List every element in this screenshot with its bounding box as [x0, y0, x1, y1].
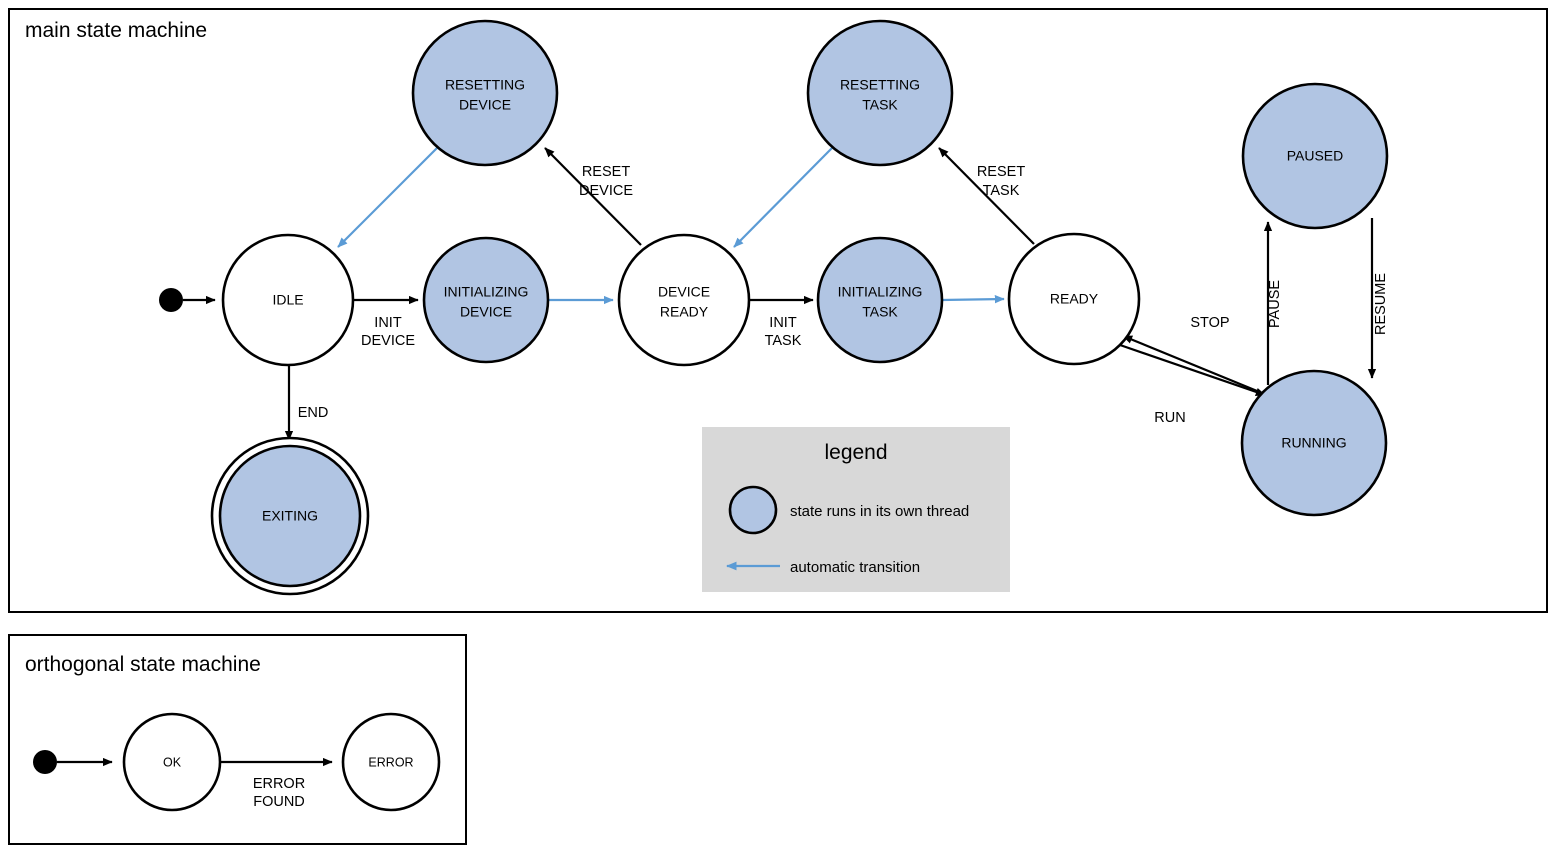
label-end: END — [298, 405, 329, 421]
state-initializing-task-label-line2: TASK — [862, 304, 898, 320]
edge-run — [1119, 343, 1266, 397]
state-ready[interactable] — [1007, 232, 1141, 366]
state-idle[interactable] — [221, 233, 355, 367]
edge-stop — [1122, 334, 1263, 395]
state-ready-label: READY — [1050, 291, 1099, 307]
state-ok-label: OK — [163, 755, 182, 769]
label-reset-device-line1: RESET — [582, 164, 630, 180]
state-paused[interactable] — [1241, 82, 1389, 230]
label-init-device-line2: DEVICE — [361, 333, 415, 349]
state-running[interactable] — [1240, 369, 1388, 517]
state-idle-label: IDLE — [272, 292, 303, 308]
legend-thread-state-swatch — [728, 485, 778, 535]
label-error-found-line2: FOUND — [253, 794, 305, 810]
orthogonal-initial-state-marker — [33, 750, 57, 774]
state-initializing-device[interactable] — [422, 236, 550, 364]
edge-auto-resetting-task-to-device-ready — [733, 147, 833, 248]
state-device-ready[interactable] — [617, 233, 751, 367]
state-exiting-label: EXITING — [262, 508, 318, 524]
state-ok[interactable] — [122, 712, 222, 812]
label-init-task-line1: INIT — [769, 315, 797, 331]
edge-auto-initializing-task-to-ready — [941, 294, 1005, 304]
state-exiting[interactable] — [218, 444, 362, 588]
main-frame-border — [8, 8, 1548, 613]
state-error[interactable] — [341, 712, 441, 812]
legend-auto-transition-text: automatic transition — [790, 559, 920, 576]
state-resetting-device-label-line1: RESETTING — [445, 77, 525, 93]
state-initializing-device-label-line1: INITIALIZING — [444, 284, 529, 300]
main-frame-title: main state machine — [25, 19, 207, 42]
legend-thread-state-text: state runs in its own thread — [790, 503, 969, 520]
label-init-task-line2: TASK — [765, 333, 802, 349]
state-resetting-task[interactable] — [806, 19, 954, 167]
label-reset-device-line2: DEVICE — [579, 183, 633, 199]
state-resetting-device-label-line2: DEVICE — [459, 97, 511, 113]
state-paused-label: PAUSED — [1287, 148, 1344, 164]
initial-state-marker — [159, 288, 183, 312]
edge-reset-task — [938, 147, 1035, 245]
state-error-label: ERROR — [368, 755, 413, 769]
edge-auto-resetting-device-to-idle — [337, 147, 438, 248]
edge-reset-device — [544, 147, 642, 246]
label-run: RUN — [1154, 410, 1185, 426]
state-running-label: RUNNING — [1281, 435, 1346, 451]
state-device-ready-label-line1: DEVICE — [658, 284, 710, 300]
label-init-device-line1: INIT — [374, 315, 402, 331]
orthogonal-frame-title: orthogonal state machine — [25, 653, 261, 676]
label-reset-task-line1: RESET — [977, 164, 1025, 180]
state-initializing-device-label-line2: DEVICE — [460, 304, 512, 320]
label-reset-task-line2: TASK — [983, 183, 1020, 199]
label-resume: RESUME — [1373, 273, 1389, 335]
state-device-ready-label-line2: READY — [660, 304, 709, 320]
legend-title: legend — [824, 441, 887, 464]
state-initializing-task[interactable] — [816, 236, 944, 364]
orthogonal-frame-border — [8, 634, 467, 845]
state-resetting-device[interactable] — [411, 19, 559, 167]
state-initializing-task-label-line1: INITIALIZING — [838, 284, 923, 300]
label-stop: STOP — [1190, 315, 1229, 331]
state-resetting-task-label-line1: RESETTING — [840, 77, 920, 93]
state-resetting-task-label-line2: TASK — [862, 97, 898, 113]
label-error-found-line1: ERROR — [253, 776, 305, 792]
label-pause: PAUSE — [1267, 280, 1283, 328]
